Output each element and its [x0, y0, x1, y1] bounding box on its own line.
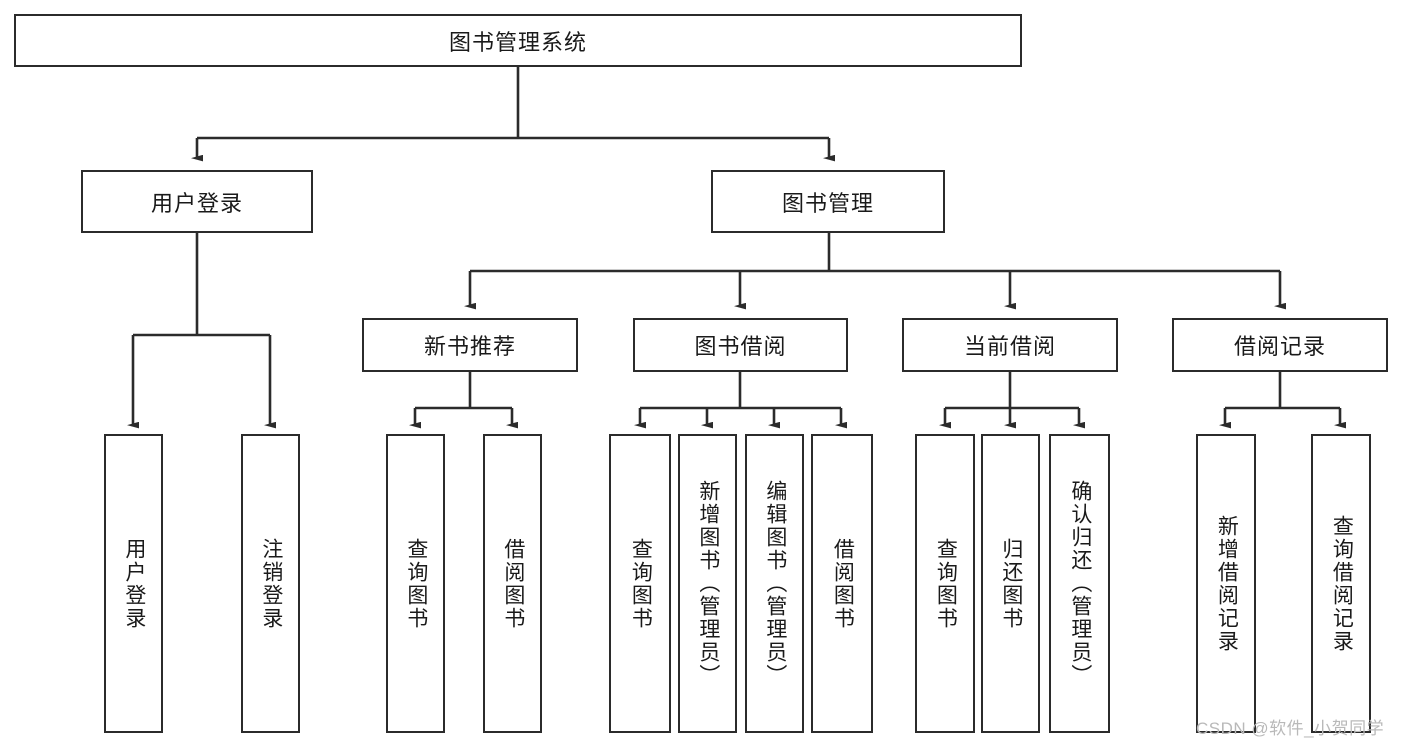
node-new-book-recommend[interactable]: 新书推荐 [362, 318, 578, 372]
node-leaf-edit-book[interactable]: 编辑图书（管理员） [745, 434, 804, 733]
csdn-watermark: CSDN @软件_小贺同学 [1196, 719, 1385, 738]
node-label: 图书管理系统 [448, 29, 587, 55]
node-leaf-borrow-book-1[interactable]: 借阅图书 [483, 434, 542, 733]
node-label: 归还图书 [999, 537, 1023, 630]
node-label: 查询借阅记录 [1330, 514, 1354, 653]
node-label: 当前借阅 [963, 334, 1056, 359]
node-leaf-return-book[interactable]: 归还图书 [981, 434, 1040, 733]
node-borrow-record[interactable]: 借阅记录 [1172, 318, 1388, 372]
node-label: 用户登录 [122, 537, 146, 630]
node-label: 注销登录 [259, 537, 283, 630]
node-book-management-system[interactable]: 图书管理系统 [14, 14, 1022, 67]
node-label: 借阅记录 [1233, 334, 1326, 359]
node-current-borrow[interactable]: 当前借阅 [902, 318, 1118, 372]
node-label: 确认归还（管理员） [1068, 480, 1092, 687]
node-leaf-user-logout[interactable]: 注销登录 [241, 434, 300, 733]
node-label: 查询图书 [934, 537, 958, 630]
node-label: 图书借阅 [694, 334, 787, 359]
node-label: 新增借阅记录 [1215, 514, 1239, 653]
node-label: 借阅图书 [831, 537, 855, 630]
node-leaf-query-book-1[interactable]: 查询图书 [386, 434, 445, 733]
node-leaf-confirm-return[interactable]: 确认归还（管理员） [1049, 434, 1110, 733]
node-label: 新书推荐 [423, 334, 516, 359]
node-leaf-query-record[interactable]: 查询借阅记录 [1311, 434, 1371, 733]
node-book-management[interactable]: 图书管理 [711, 170, 945, 233]
node-label: 新增图书（管理员） [696, 480, 720, 687]
node-label: 用户登录 [150, 190, 243, 216]
node-leaf-query-book-2[interactable]: 查询图书 [609, 434, 671, 733]
node-label: 借阅图书 [501, 537, 525, 630]
node-label: 图书管理 [781, 190, 874, 216]
node-label: 查询图书 [629, 537, 653, 630]
node-label: 编辑图书（管理员） [763, 480, 787, 687]
node-leaf-user-login[interactable]: 用户登录 [104, 434, 163, 733]
node-book-borrow[interactable]: 图书借阅 [633, 318, 848, 372]
node-leaf-query-book-3[interactable]: 查询图书 [915, 434, 975, 733]
node-leaf-add-record[interactable]: 新增借阅记录 [1196, 434, 1256, 733]
node-user-login[interactable]: 用户登录 [81, 170, 313, 233]
node-leaf-borrow-book-2[interactable]: 借阅图书 [811, 434, 873, 733]
node-leaf-add-book[interactable]: 新增图书（管理员） [678, 434, 737, 733]
node-label: 查询图书 [404, 537, 428, 630]
